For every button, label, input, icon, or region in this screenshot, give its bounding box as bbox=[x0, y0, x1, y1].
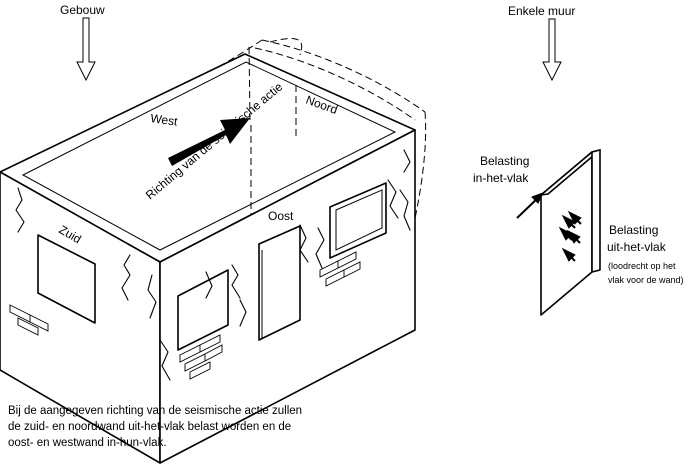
out-of-plane-label-line2: uit-het-vlak bbox=[607, 240, 667, 254]
building-label: Gebouw bbox=[60, 3, 105, 17]
east-label: Oost bbox=[268, 209, 294, 223]
brick-pattern-east-right bbox=[319, 251, 361, 287]
out-of-plane-load-arrows-icon bbox=[558, 210, 582, 262]
caption-line-1: Bij de aangegeven richting van de seismi… bbox=[8, 405, 303, 417]
east-window-right bbox=[329, 182, 387, 259]
west-label: West bbox=[150, 111, 179, 129]
caption: Bij de aangegeven richting van de seismi… bbox=[8, 403, 303, 451]
caption-line-3: oost- en westwand in-hun-vlak. bbox=[8, 437, 167, 449]
east-window-left bbox=[177, 269, 229, 351]
wall-down-arrow-icon bbox=[542, 18, 562, 82]
cracks bbox=[15, 149, 411, 381]
single-wall-drawing: Belasting in-het-vlak Belasting uit-het-… bbox=[473, 149, 684, 316]
seismic-direction-arrow-icon bbox=[168, 118, 250, 166]
out-of-plane-note-line2: vlak voor de wand) bbox=[608, 275, 684, 285]
east-door bbox=[258, 225, 301, 341]
out-of-plane-note-line1: (loodrecht op het bbox=[608, 261, 676, 271]
brick-pattern-east-left bbox=[179, 334, 223, 380]
caption-line-2: de zuid- en noordwand uit-het-vlak belas… bbox=[8, 421, 292, 433]
in-plane-load-arrow-icon bbox=[516, 192, 545, 219]
south-window bbox=[37, 234, 96, 324]
brick-pattern-south bbox=[9, 304, 49, 336]
single-wall-label: Enkele muur bbox=[508, 4, 575, 18]
wall-thickness bbox=[591, 149, 601, 273]
in-plane-label-line2: in-het-vlak bbox=[473, 171, 529, 185]
in-plane-label-line1: Belasting bbox=[480, 154, 529, 168]
building-drawing: West Noord Zuid Oost Richting van de sei… bbox=[0, 38, 427, 464]
building-down-arrow-icon bbox=[76, 17, 96, 82]
out-of-plane-label-line1: Belasting bbox=[609, 223, 658, 237]
